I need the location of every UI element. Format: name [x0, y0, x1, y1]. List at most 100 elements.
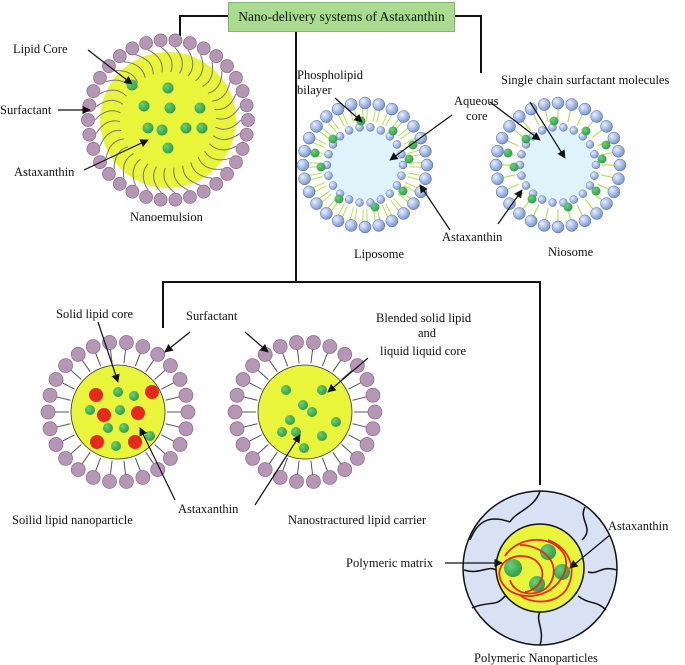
- lipid-head-inner: [366, 123, 375, 132]
- astaxanthin-drug: [285, 415, 295, 425]
- lipid-tail: [532, 204, 540, 217]
- lipid-tail: [341, 112, 348, 125]
- astaxanthin-drug: [281, 385, 291, 395]
- surfactant-tail: [123, 348, 127, 364]
- surfactant-head: [168, 192, 183, 207]
- surfactant-tail: [61, 434, 75, 443]
- astaxanthin-drug: [370, 202, 380, 212]
- lipid-head-inner: [385, 189, 395, 198]
- lipid-head-inner: [392, 181, 402, 190]
- lipid-head-inner: [590, 150, 599, 159]
- lipid-head: [385, 102, 399, 116]
- surfactant-head: [209, 49, 224, 64]
- lipid-head: [503, 120, 516, 133]
- surfactant-head: [86, 142, 101, 156]
- label-blended-1: Blended solid lipid: [376, 311, 472, 325]
- lipid-tail: [393, 197, 403, 209]
- astaxanthin-drug: [317, 385, 327, 395]
- lipid-head: [578, 214, 592, 228]
- surfactant-tail: [214, 93, 237, 111]
- surfactant-head: [196, 41, 211, 56]
- surfactant-head: [119, 474, 134, 489]
- surfactant-head: [178, 421, 194, 437]
- label-niosome: Niosome: [548, 245, 594, 259]
- lipid-head: [385, 214, 399, 228]
- surfactant-tail: [281, 351, 289, 367]
- surfactant-head: [102, 474, 117, 489]
- lipid-tail: [400, 130, 412, 140]
- lipid-head-inner: [521, 181, 531, 190]
- lipid-tail: [337, 203, 345, 216]
- astaxanthin-drug: [299, 443, 309, 453]
- astaxanthin-drug: [317, 431, 327, 441]
- solid-lipid-red: [97, 408, 111, 422]
- lipid-head-inner: [578, 189, 588, 198]
- surfactant-tail: [341, 444, 354, 455]
- surfactant-tail: [268, 452, 278, 465]
- surfactant-head: [81, 113, 95, 127]
- surfactant-tail: [207, 70, 223, 94]
- sln-particle: [40, 335, 196, 489]
- surfactant-tail: [321, 351, 329, 367]
- lipid-tail: [502, 174, 516, 179]
- surfactant-tail: [55, 396, 71, 401]
- surfactant-tail: [165, 423, 181, 428]
- surfactant-head: [229, 421, 245, 437]
- label-nanoemulsion: Nanoemulsion: [130, 210, 204, 224]
- surfactant-tail: [142, 163, 149, 191]
- surfactant-head: [220, 59, 234, 73]
- astaxanthin-drug: [328, 134, 338, 144]
- surfactant-head: [48, 372, 64, 387]
- surfactant-tail: [161, 381, 175, 390]
- lipid-head-inner: [538, 195, 547, 204]
- lipid-tail: [309, 176, 323, 181]
- surfactant-head: [235, 84, 250, 98]
- lipid-head: [612, 172, 625, 186]
- label-astaxanthin-lipo: Astaxanthin: [442, 230, 503, 244]
- surfactant-tail: [187, 49, 194, 77]
- lipid-tail: [376, 109, 381, 123]
- surfactant-head: [86, 84, 101, 98]
- surfactant-tail: [145, 452, 155, 465]
- lipid-tail: [366, 108, 368, 122]
- label-single-chain: Single chain surfactant molecules: [501, 73, 669, 87]
- astaxanthin-drug: [563, 202, 573, 212]
- lipid-head: [491, 144, 504, 158]
- astaxanthin-drug: [196, 122, 208, 134]
- surfactant-head: [82, 127, 97, 142]
- lipid-tail: [506, 183, 519, 191]
- surfactant-head: [139, 190, 153, 204]
- label-lipid-core: Lipid Core: [13, 42, 68, 56]
- lipid-head-inner: [392, 140, 402, 149]
- surfactant-tail: [109, 460, 113, 476]
- solid-lipid-red: [128, 435, 142, 449]
- surfactant-tail: [215, 119, 242, 130]
- surfactant-tail: [332, 452, 342, 465]
- lipid-head: [590, 110, 603, 123]
- surfactant-head: [365, 387, 381, 403]
- surfactant-tail: [135, 54, 154, 75]
- surfactant-head: [350, 358, 365, 373]
- surfactant-tail: [134, 457, 142, 473]
- lipid-tail: [397, 193, 409, 203]
- surfactant-tail: [195, 54, 204, 82]
- surfactant-head: [183, 190, 197, 204]
- surfactant-head: [172, 372, 188, 387]
- lipid-head-inner: [569, 126, 578, 135]
- surfactant-head: [227, 404, 243, 420]
- lipid-head: [344, 98, 358, 111]
- astaxanthin-drug: [194, 102, 206, 114]
- surfactant-tail: [69, 369, 82, 380]
- lipid-head: [590, 207, 603, 220]
- astaxanthin-drug: [180, 122, 192, 134]
- lipid-head-inner: [345, 126, 354, 135]
- annotation-arrows: [58, 49, 611, 569]
- astaxanthin-drug: [103, 423, 113, 433]
- polymeric-particle: [462, 490, 618, 646]
- label-blended-3: liquid liquid core: [380, 344, 467, 358]
- liposome-particle: [296, 96, 434, 234]
- lipid-head: [372, 219, 386, 232]
- astaxanthin-drug: [85, 405, 95, 415]
- surfactant-tail: [160, 46, 173, 73]
- surfactant-head: [125, 184, 140, 199]
